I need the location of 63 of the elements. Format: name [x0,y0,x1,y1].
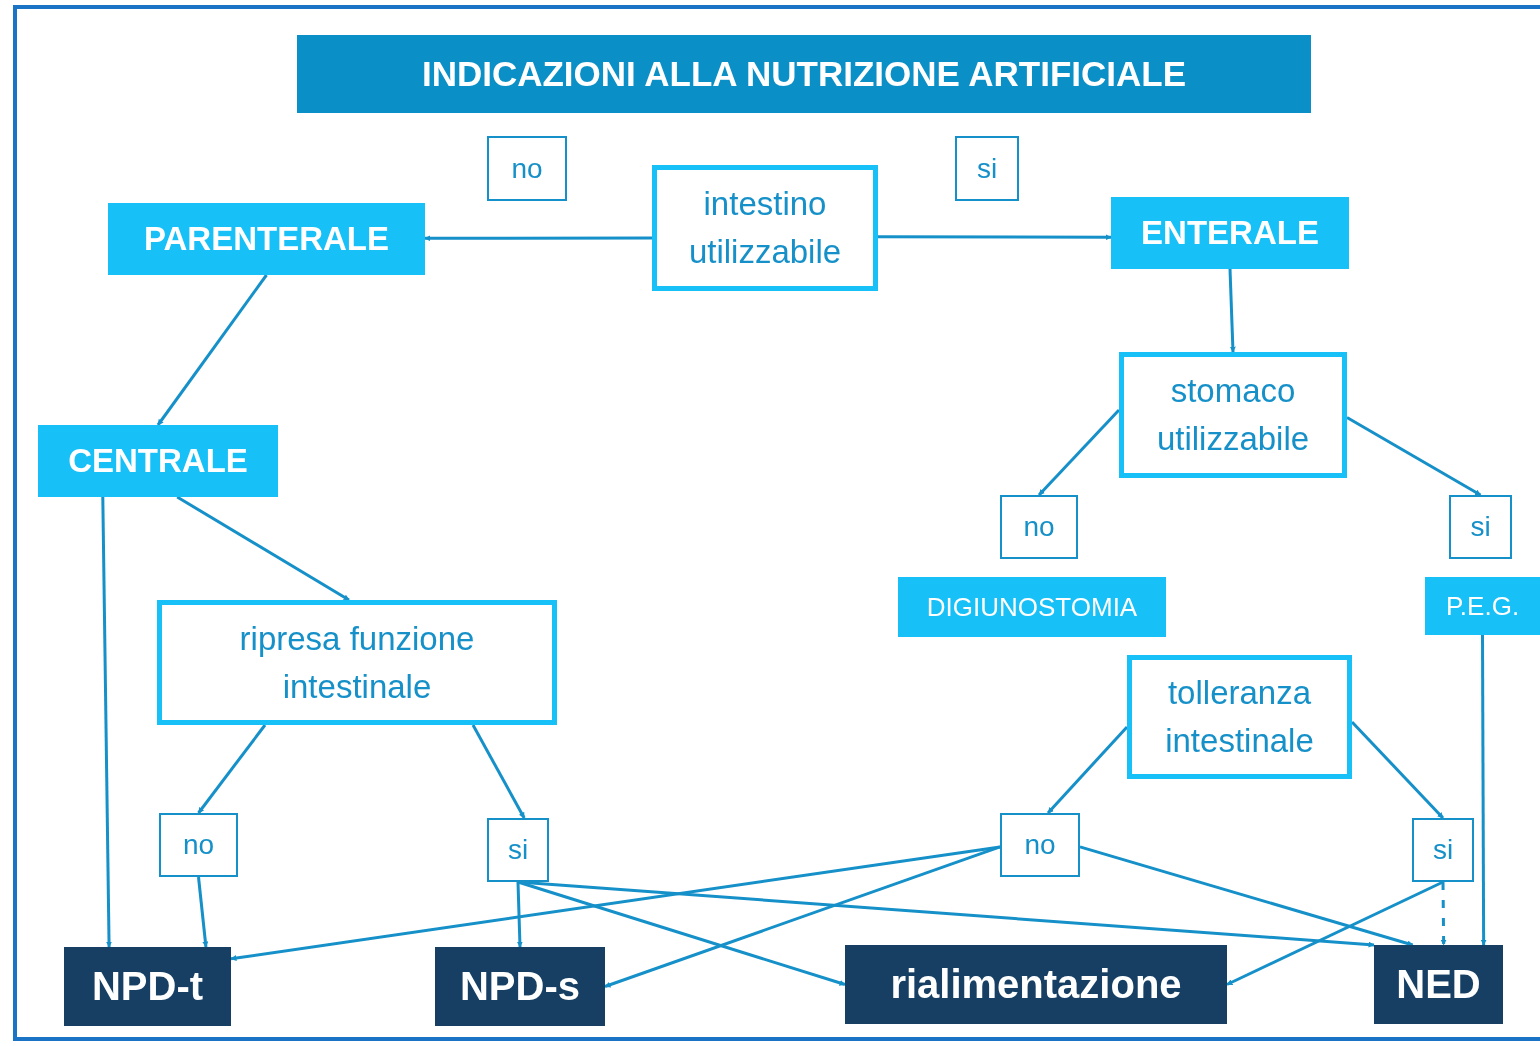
answer-box [487,136,567,201]
outcome-box [64,947,231,1026]
arrow [1226,880,1444,986]
procedure-box [898,577,1166,637]
arrow [197,876,209,948]
node-label: si [975,152,999,185]
node-label: NPD-s [459,964,581,1009]
node-label: P.E.G. [1444,590,1521,622]
arrow [101,496,112,948]
node-label: si [1469,511,1492,543]
node-label: si [1431,834,1455,866]
arrow [176,495,350,602]
decision-box [1127,655,1352,779]
category-box [38,425,278,497]
arrow [1037,408,1121,497]
node-label: ENTERALE [1140,214,1320,252]
answer-box [1000,495,1078,559]
arrow [230,845,1001,962]
answer-box [1449,495,1512,559]
arrow [197,724,267,814]
category-box [108,203,425,275]
arrow [156,274,268,426]
answer-box [159,813,238,877]
node-label: rialimentazione [889,962,1183,1007]
arrow [1079,845,1414,947]
decision-box [157,600,557,725]
arrow [604,845,1001,988]
node-label: no [1022,511,1056,543]
arrow [1046,725,1129,814]
decision-box [652,165,878,291]
node-label: no [181,829,216,861]
node-label: ripresa funzione intestinale [238,618,476,707]
node-label: no [1023,829,1057,861]
node-label: CENTRALE [67,442,249,480]
category-box [1111,197,1349,269]
title-banner: INDICAZIONI ALLA NUTRIZIONE ARTIFICIALE [297,35,1311,113]
node-label: si [506,834,530,866]
node-label: PARENTERALE [142,220,391,258]
arrow [516,881,523,948]
node-label: no [510,152,544,185]
procedure-box [1425,577,1540,635]
arrow [1440,882,1447,946]
outcome-box [1374,945,1503,1024]
arrow [1228,268,1236,353]
node-label: tolleranza intestinale [1164,673,1315,761]
answer-box [1000,813,1080,877]
arrow [424,235,652,242]
answer-box [955,136,1019,201]
arrow [1346,416,1482,497]
arrow [1350,720,1445,820]
answer-box [487,818,549,882]
arrow [1480,635,1487,946]
node-label: stomaco utilizzabile [1155,371,1311,459]
answer-box [1412,818,1474,882]
decision-box [1119,352,1347,478]
arrow [471,724,526,819]
arrow [878,234,1112,241]
node-label: DIGIUNOSTOMIA [925,591,1139,623]
node-label: NED [1395,962,1482,1007]
node-label: intestino utilizzabile [687,184,843,272]
outcome-box [845,945,1227,1024]
outcome-box [435,947,605,1026]
node-label: NPD-t [90,964,205,1009]
